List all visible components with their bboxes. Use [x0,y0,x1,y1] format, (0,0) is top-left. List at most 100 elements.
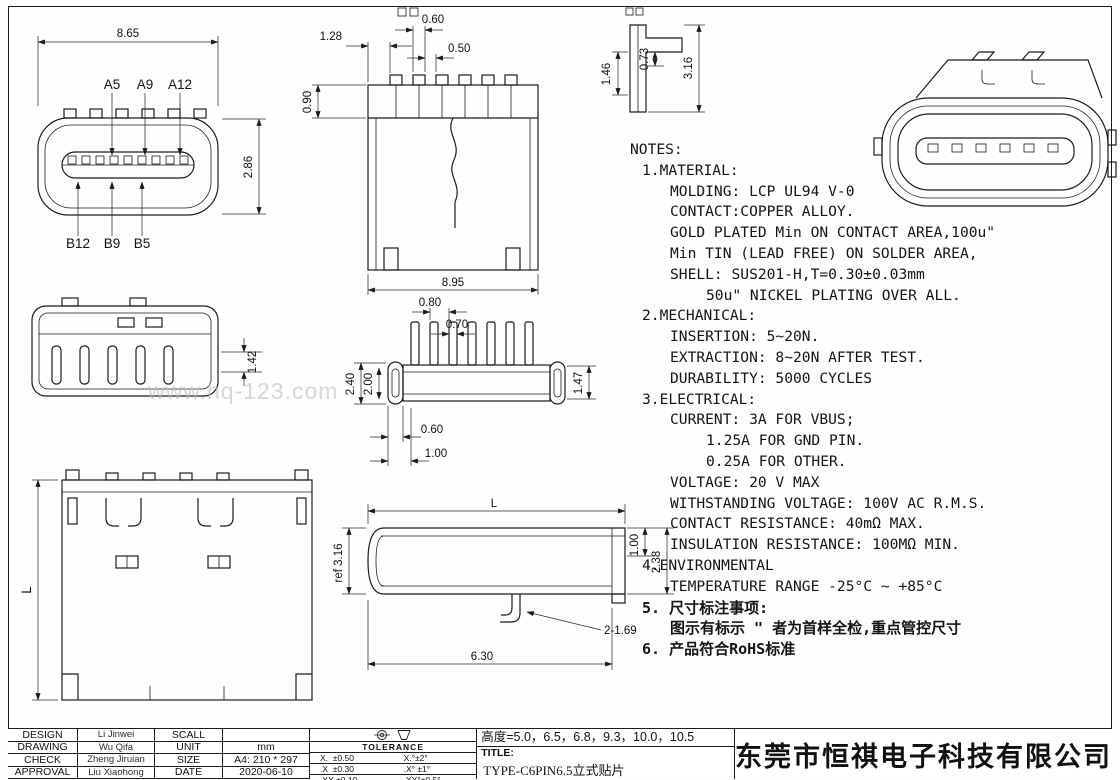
sheet-border [8,6,1112,779]
tolerance-linear: .XX ±0.10 [320,775,358,780]
tolerance-angular: .XX°±0.5° [403,775,441,780]
note-line: MOLDING: LCP UL94 V-0 [670,182,855,200]
note-line: 3.ELECTRICAL: [642,390,757,408]
sheet-marks [397,7,644,17]
design-name: Li Jinwei [78,729,155,742]
note-line: CONTACT RESISTANCE: 40mΩ MAX. [670,515,925,533]
scale-value [223,729,310,742]
dim-073-label: 0.73 [639,48,651,70]
note-line: EXTRACTION: 8~20N AFTER TEST. [670,348,925,366]
dim-100c-label: 1.00 [629,534,641,556]
dim-090-label: 0.90 [302,91,314,113]
dim-128-label: 1.28 [320,31,342,43]
drawing-name: Wu Qifa [78,741,155,754]
note-line: 5. 尺寸标注事项: [642,598,769,617]
dim-060b-label: 0.60 [421,424,443,436]
front-width-dim: 8.65 [117,28,139,40]
note-line: 4.ENVIRONMENTAL [642,556,774,574]
title-block: DESIGN Li Jinwei SCALL DRAWING Wu Qifa U… [8,728,1112,780]
note-line: Min TIN (LEAD FREE) ON SOLDER AREA, [670,244,978,262]
unit-label: UNIT [155,741,223,754]
note-line: 50u" NICKEL PLATING OVER ALL. [706,286,961,304]
isometric-view [873,51,1117,207]
dim-ref316-label: ref 3.16 [333,544,345,583]
note-line: VOLTAGE: 20 V MAX [670,473,820,491]
dim-142-label: 1.42 [247,351,259,373]
side-body-outline [367,527,626,595]
dim-238-label: 2.38 [651,551,663,573]
terminal-view: 0.80 0.70 2.40 2.00 1.47 0.60 [345,297,596,466]
note-line: 6. 产品符合RoHS标准 [642,640,796,659]
tolerance-angular: X.°±2° [403,753,428,763]
note-line: CURRENT: 3A FOR VBUS; [670,411,855,429]
note-line: 1.MATERIAL: [642,161,739,179]
pin-label-a12: A12 [168,77,192,92]
profile-outline [629,24,683,113]
note-line: GOLD PLATED Min ON CONTACT AREA,100u" [670,224,996,242]
note-line: INSULATION RESISTANCE: 100MΩ MIN. [670,536,960,554]
size-label: SIZE [155,754,223,767]
body-outline [367,84,539,271]
tolerance-angular: .X° ±1° [403,764,431,774]
scale-label: SCALL [155,729,223,742]
front-view: 8.65 A5 A9 A12 B12 [37,28,266,251]
tolerance-row: X. ±0.50 X.°±2° [310,753,477,764]
tolerance-box: TOLERANCE X. ±0.50 X.°±2° .X ±0.30 .X° ±… [310,729,478,780]
dim-100b-label: 1.00 [425,448,447,460]
note-line: WITHSTANDING VOLTAGE: 100V AC R.M.S. [670,494,987,512]
side-view: L ref 3.16 1.00 2.38 2-1.69 [333,498,674,670]
design-label: DESIGN [8,729,78,742]
drawing-label: DRAWING [8,741,78,754]
tolerance-header: TOLERANCE [310,742,477,753]
pin-label-b12: B12 [66,236,90,251]
drawing-title: TYPE-C6PIN6.5立式贴片 [483,763,625,778]
dim-895-label: 8.95 [442,277,464,289]
pin-label-a9: A9 [137,77,154,92]
check-name: Zheng Jiruian [78,754,155,767]
dim-L-label: L [19,586,34,594]
note-line: CONTACT:COPPER ALLOY. [670,203,855,221]
heights-note: 高度=5.0，6.5，6.8，9.3，10.0，10.5 [477,729,734,747]
check-label: CHECK [8,754,78,767]
dim-L2-label: L [491,498,498,510]
top-view: 1.42 [31,297,262,397]
note-line: 2.MECHANICAL: [642,307,757,325]
dim-050-label: 0.50 [448,43,470,55]
approval-label: APPROVAL [8,766,78,779]
bottom-view: L [19,469,313,701]
tolerance-row: .X ±0.30 .X° ±1° [310,764,477,775]
dim-316-label: 3.16 [683,57,695,79]
dim-200-label: 2.00 [363,373,375,395]
date-value: 2020-06-10 [223,766,310,779]
pin-label-a5: A5 [104,77,121,92]
unit-value: mm [223,741,310,754]
approval-grid: DESIGN Li Jinwei SCALL DRAWING Wu Qifa U… [8,729,310,779]
approval-name: Liu Xiaohong [78,766,155,779]
pin-label-b5: B5 [134,236,151,251]
note-line: SHELL: SUS201-H,T=0.30±0.03mm [670,265,925,283]
dim-146-label: 1.46 [601,63,613,85]
dim-080-label: 0.80 [419,297,441,309]
note-line: 0.25A FOR OTHER. [706,452,847,470]
terminal-bar [402,364,551,402]
housing-outline [31,305,219,397]
projection-symbol-icon [310,729,477,742]
dim-147-label: 1.47 [573,372,585,394]
title-info-box: 高度=5.0，6.5，6.8，9.3，10.0，10.5 TITLE: TYPE… [477,729,735,779]
front-height-dim: 2.86 [243,156,255,178]
section-view: 0.60 1.28 0.50 0.90 8.95 [302,14,539,295]
watermark: www.hq-123.com [148,378,339,404]
note-line: NOTES: [630,141,683,158]
pin-label-b9: B9 [104,236,121,251]
profile-view: 1.46 0.73 3.16 [601,24,705,113]
note-line: TEMPERATURE RANGE -25°C ~ +85°C [670,577,943,595]
dim-240-label: 2.40 [345,373,357,395]
note-line: 图示有标示 " 者为首样全检,重点管控尺寸 [670,619,962,638]
date-label: DATE [155,766,223,779]
note-line: DURABILITY: 5000 CYCLES [670,369,873,387]
dim-060-label: 0.60 [422,14,444,26]
title-label: TITLE: [481,747,514,759]
